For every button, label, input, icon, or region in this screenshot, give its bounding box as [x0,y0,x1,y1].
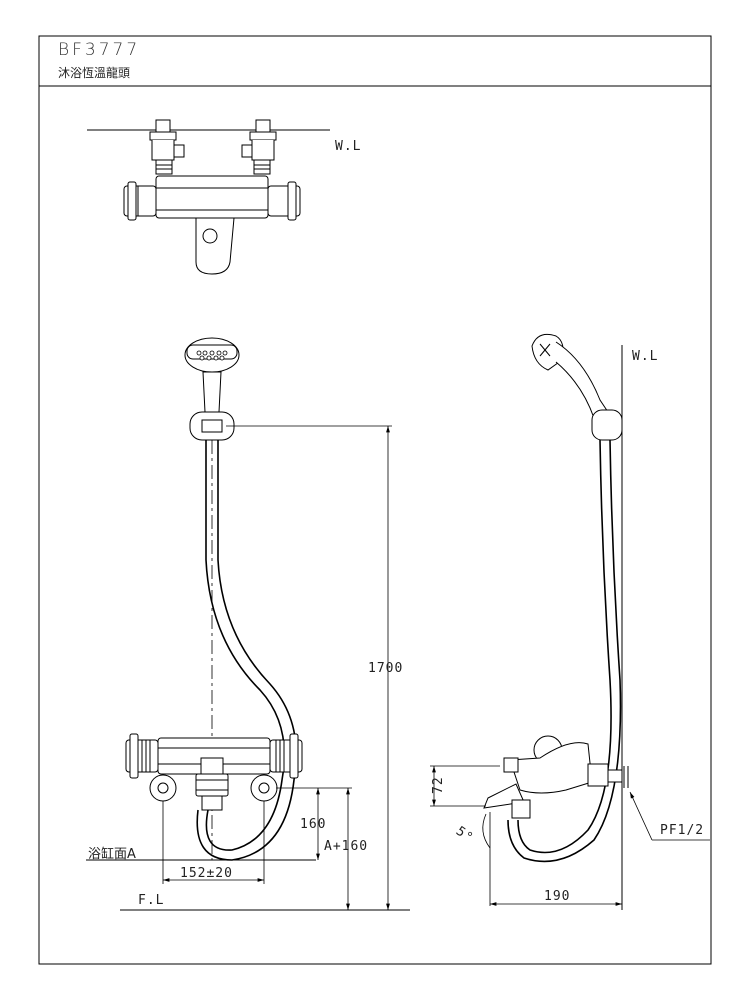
hose-connector-front [195,757,229,811]
model-number: BF3777 [58,40,140,60]
left-inlet-elbow [149,119,185,175]
angle-label: 5° [453,824,476,846]
left-handle-top [123,181,157,221]
right-handle-top [267,181,301,221]
angle-arc [482,813,491,849]
left-inlet-front [149,774,177,802]
hose-side-inner [507,439,622,863]
shower-head-side [531,333,609,419]
tub-surface-label: 浴缸面A [88,846,136,862]
dimension-72-label: 72 [431,776,446,794]
dimension-spacing-label: 152±20 [180,866,233,881]
mixer-body-top [155,175,269,219]
shower-head-front [184,337,240,413]
spout-outlet [202,228,218,244]
pipe-thread-leader [629,791,653,841]
dimension-1700-label: 1700 [368,661,403,676]
right-inlet-elbow [241,119,277,175]
wall-hanger-side [591,409,623,441]
left-handle-front [125,733,159,779]
wall-line-label-side: W.L [632,349,658,364]
mixer-body-side [483,735,629,819]
wall-line-label-top: W.L [335,139,361,154]
top-view: W.L [87,119,361,275]
dimension-160-label: 160 [300,817,326,832]
dimension-190-label: 190 [544,889,570,904]
drawing-frame [38,35,712,965]
front-view: 浴缸面A F.L 1700 160 A+160 152±20 [86,337,410,911]
pipe-thread-label: PF1/2 [660,823,704,838]
wall-hanger-front [189,411,235,441]
right-inlet-front [250,774,278,802]
side-view: W.L 72 5° [430,333,710,910]
hose-side-outer [517,439,612,854]
spout-top-view [195,217,235,275]
floor-line-label: F.L [138,893,164,908]
right-handle-front [269,733,303,779]
dimension-a160-label: A+160 [324,839,368,854]
product-name: 沐浴恆溫龍頭 [58,65,130,80]
